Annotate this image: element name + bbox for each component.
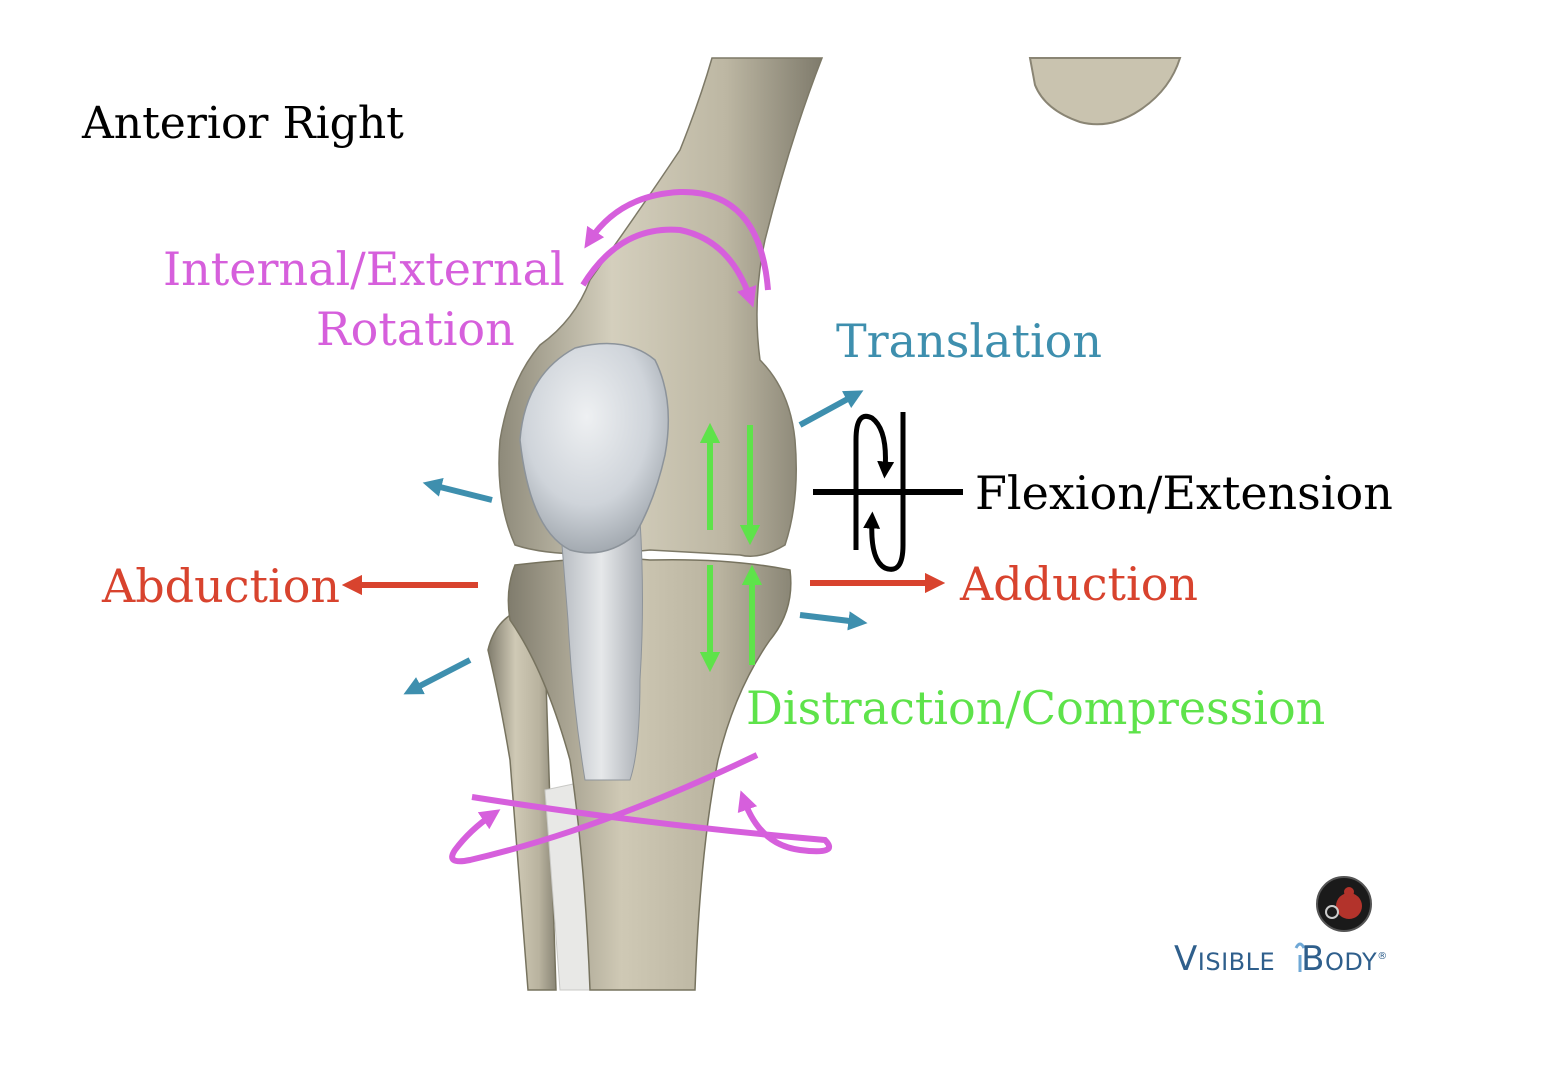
distraction-compression-label: Distraction/Compression [746,685,1325,731]
visible-body-logo-text: VISIBLE BODY® [1174,942,1388,976]
logo-word1-rest: ISIBLE [1198,948,1275,976]
abduction-label: Abduction [102,563,340,609]
translation-arrow-lower-right [800,615,858,622]
translation-arrow-lower-left [412,660,470,690]
flexion-extension-label: Flexion/Extension [975,470,1393,516]
logo-registered: ® [1377,951,1388,962]
pelvis-bone [1030,58,1180,124]
flexion-extension-axis [813,412,963,569]
logo-word2-cap: B [1301,939,1325,979]
rotation-label-line2: Rotation [316,306,515,352]
rotation-label-line1: Internal/External [163,246,565,292]
adduction-label: Adduction [960,561,1198,607]
translation-arrow-upper-left [432,485,492,500]
view-label: Anterior Right [82,102,404,146]
translation-arrow-upper-right [800,395,855,425]
translation-label: Translation [836,318,1102,364]
logo-word2-rest: ODY [1325,948,1377,976]
logo-word1-cap: V [1174,939,1198,979]
